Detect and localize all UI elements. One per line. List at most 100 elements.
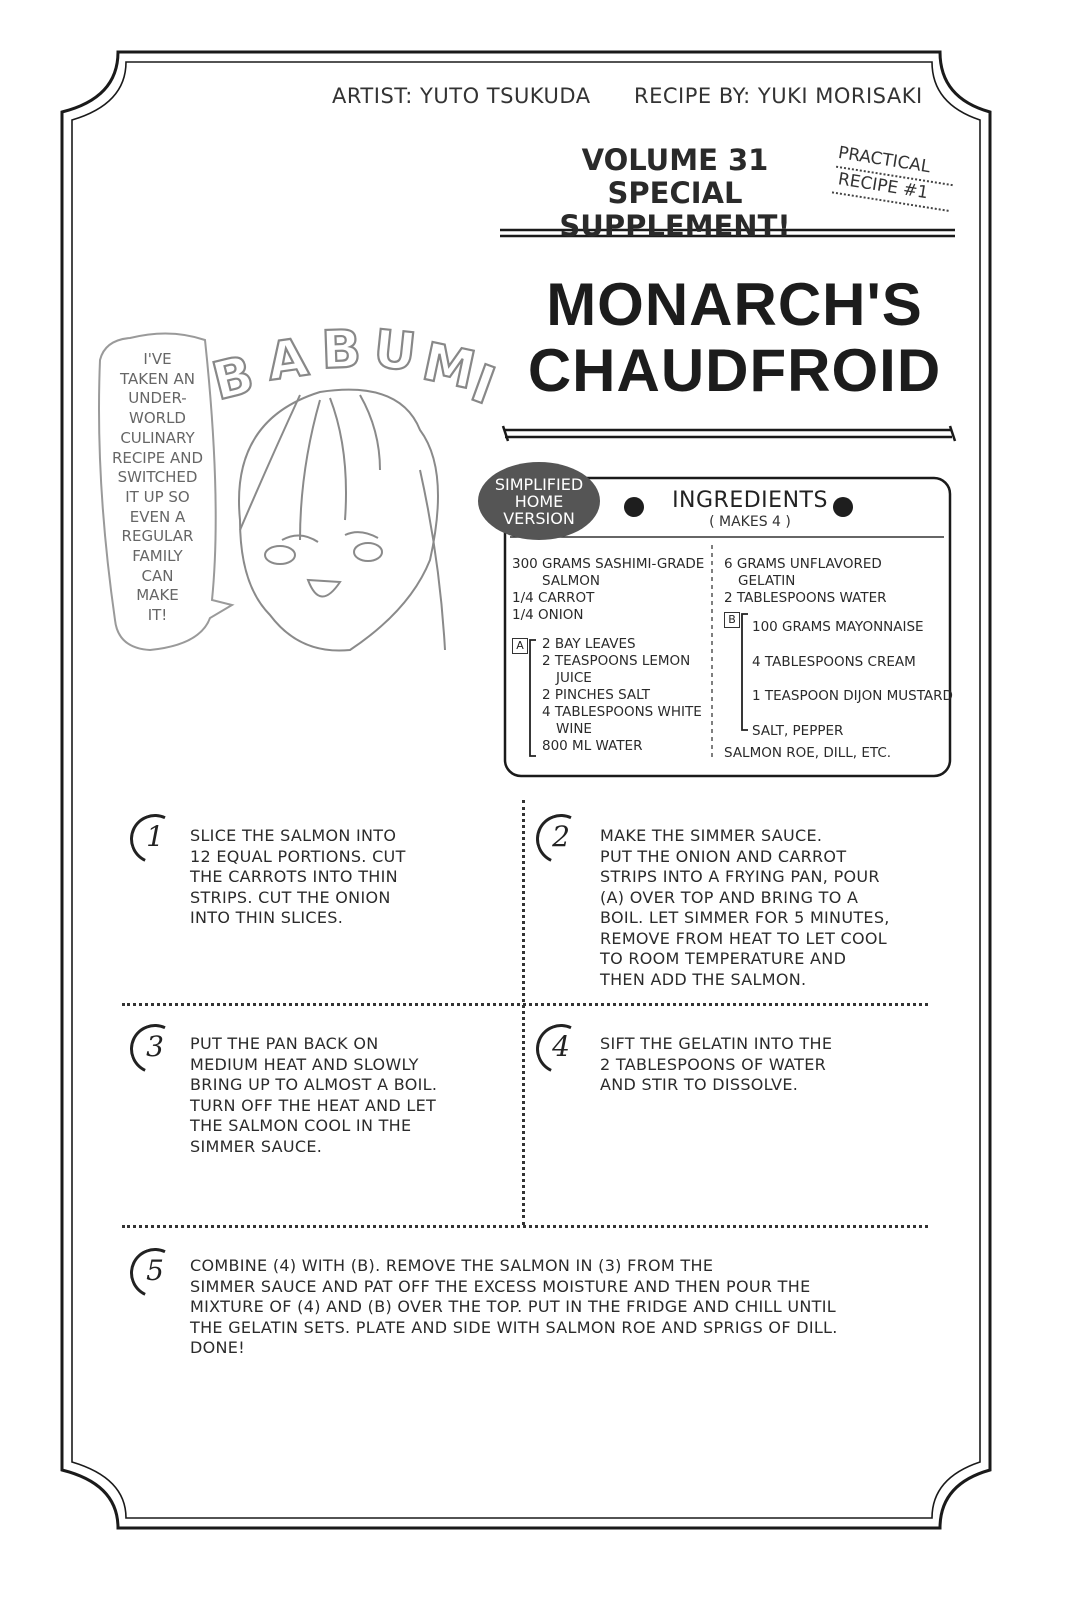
artist-credit: ARTIST: YUTO TSUKUDA (332, 84, 591, 108)
ingredient-line: WINE (556, 721, 592, 737)
ingredient-line: 1 TEASPOON DIJON MUSTARD (752, 688, 953, 704)
step-line: 12 EQUAL PORTIONS. CUT (190, 846, 406, 866)
svg-text:U: U (371, 319, 419, 383)
svg-text:B: B (320, 320, 362, 381)
ingredients-header: INGREDIENTS ( MAKES 4 ) (600, 488, 900, 530)
step-line: THE GELATIN SETS. PLATE AND SIDE WITH SA… (190, 1317, 838, 1337)
ingredient-line: 2 TABLESPOONS WATER (724, 590, 887, 606)
step-line: SIMMER SAUCE AND PAT OFF THE EXCESS MOIS… (190, 1276, 811, 1296)
step-5-number: 5 (132, 1248, 178, 1294)
ingredients-title: INGREDIENTS (672, 488, 828, 513)
ingredient-line: SALT, PEPPER (752, 722, 844, 739)
step-line: PUT THE ONION AND CARROT (600, 846, 847, 866)
step-line: MEDIUM HEAT AND SLOWLY (190, 1054, 419, 1074)
speech-line: TAKEN AN (119, 369, 196, 388)
step-divider-vertical (522, 800, 525, 1225)
ingredient-line: JUICE (556, 670, 592, 686)
ingredient-line: 2 TEASPOONS LEMON (542, 653, 691, 669)
speech-line: UNDER- (128, 389, 187, 408)
ingredient-line: 4 TABLESPOONS WHITE (542, 704, 702, 720)
step-line: REMOVE FROM HEAT TO LET COOL (600, 928, 888, 948)
ingredients-group-a: 2 BAY LEAVES 2 TEASPOONS LEMON JUICE 2 P… (542, 636, 702, 755)
svg-text:A: A (263, 328, 311, 393)
speech-line: CAN (141, 566, 174, 585)
step-line: THEN ADD THE SALMON. (600, 969, 807, 989)
step-line: 2 TABLESPOONS OF WATER (600, 1054, 827, 1074)
step-line: SIMMER SAUCE. (190, 1136, 323, 1156)
step-line: BRING UP TO ALMOST A BOIL. (190, 1075, 438, 1094)
ingredients-group-b: 100 GRAMS MAYONNAISE 4 TABLESPOONS CREAM… (752, 610, 953, 748)
babumi-sfx: B A B U M I (206, 318, 504, 418)
bullet-dot-icon (624, 497, 644, 517)
ingredient-line: GELATIN (738, 573, 796, 589)
ingredient-line: 800 ML WATER (542, 738, 643, 754)
speech-line: IT! (147, 606, 168, 625)
simplified-home-version-badge: SIMPLIFIED HOME VERSION (478, 462, 600, 540)
ingredients-right-top: 6 GRAMS UNFLAVORED GELATIN 2 TABLESPOONS… (724, 556, 887, 607)
speech-line: EVEN A (129, 507, 186, 526)
step-line: STRIPS. CUT THE ONION (190, 887, 391, 907)
step-divider-horizontal (122, 1003, 928, 1006)
title-line-2: CHAUDFROID (527, 337, 942, 404)
step-line: INTO THIN SLICES. (190, 908, 344, 927)
step-line: SIFT THE GELATIN INTO THE (600, 1034, 833, 1053)
step-line: (A) OVER TOP AND BRING TO A (600, 887, 859, 907)
ingredient-line: 6 GRAMS UNFLAVORED (724, 556, 882, 572)
ingredient-line: 2 BAY LEAVES (542, 636, 636, 652)
ingredient-line: 2 PINCHES SALT (542, 687, 651, 703)
step-divider-horizontal (122, 1225, 928, 1228)
step-line: AND STIR TO DISSOLVE. (600, 1075, 799, 1094)
step-line: TURN OFF THE HEAT AND LET (190, 1095, 437, 1115)
step-line: DONE! (190, 1338, 245, 1357)
step-line: COMBINE (4) WITH (B). REMOVE THE SALMON … (190, 1256, 714, 1275)
step-3-number: 3 (132, 1024, 178, 1070)
ingredient-line: 300 GRAMS SASHIMI-GRADE (512, 556, 705, 572)
volume-line: VOLUME 31 (581, 143, 769, 177)
speech-line: SWITCHED (117, 468, 198, 487)
step-line: PUT THE PAN BACK ON (190, 1034, 379, 1053)
badge-line-3: VERSION (503, 508, 575, 528)
supplement-line: SPECIAL SUPPLEMENT! (559, 176, 791, 243)
group-b-label: B (724, 612, 740, 628)
ingredient-line: 100 GRAMS MAYONNAISE (752, 619, 924, 635)
ingredients-box (503, 476, 952, 778)
bullet-dot-icon (833, 497, 853, 517)
step-2-text: MAKE THE SIMMER SAUCE.PUT THE ONION AND … (600, 826, 890, 990)
speech-line: RECIPE AND (111, 448, 204, 467)
title-line-1: MONARCH'S (546, 271, 923, 338)
step-line: STRIPS INTO A FRYING PAN, POUR (600, 867, 880, 886)
recipe-title: MONARCH'S CHAUDFROID (512, 272, 957, 404)
step-5-text: COMBINE (4) WITH (B). REMOVE THE SALMON … (190, 1256, 838, 1359)
speech-line: I'VE (143, 350, 172, 368)
speech-line: WORLD (129, 409, 186, 428)
speech-line: REGULAR (121, 527, 194, 546)
ingredients-yield: ( MAKES 4 ) (709, 514, 791, 530)
ingredient-line: 1/4 ONION (512, 607, 584, 623)
ingredients-left-top: 300 GRAMS SASHIMI-GRADE SALMON 1/4 CARRO… (512, 556, 704, 624)
step-4-number: 4 (538, 1024, 584, 1070)
step-line: MAKE THE SIMMER SAUCE. (600, 826, 823, 845)
ingredient-line: SALMON (542, 573, 600, 589)
step-line: MIXTURE OF (4) AND (B) OVER THE TOP. PUT… (190, 1297, 836, 1316)
badge-line-2: HOME (514, 491, 564, 511)
speech-line: FAMILY (132, 547, 183, 566)
volume-header: VOLUME 31 SPECIAL SUPPLEMENT! (500, 144, 850, 243)
step-1-number: 1 (132, 814, 178, 860)
ingredient-line: 1/4 CARROT (512, 590, 595, 606)
step-line: THE CARROTS INTO THIN (190, 867, 398, 886)
character-head-sketch (238, 388, 446, 652)
ingredient-line: 4 TABLESPOONS CREAM (752, 653, 916, 670)
speech-line: CULINARY (120, 428, 195, 447)
step-line: TO ROOM TEMPERATURE AND (600, 949, 847, 968)
garnish-line: SALMON ROE, DILL, ETC. (724, 745, 892, 761)
group-a-label: A (512, 638, 528, 654)
recipe-credit: RECIPE BY: YUKI MORISAKI (634, 84, 923, 108)
badge-line-1: SIMPLIFIED (494, 474, 584, 494)
step-line: BOIL. LET SIMMER FOR 5 MINUTES, (600, 908, 890, 927)
speech-line: MAKE (136, 586, 179, 605)
